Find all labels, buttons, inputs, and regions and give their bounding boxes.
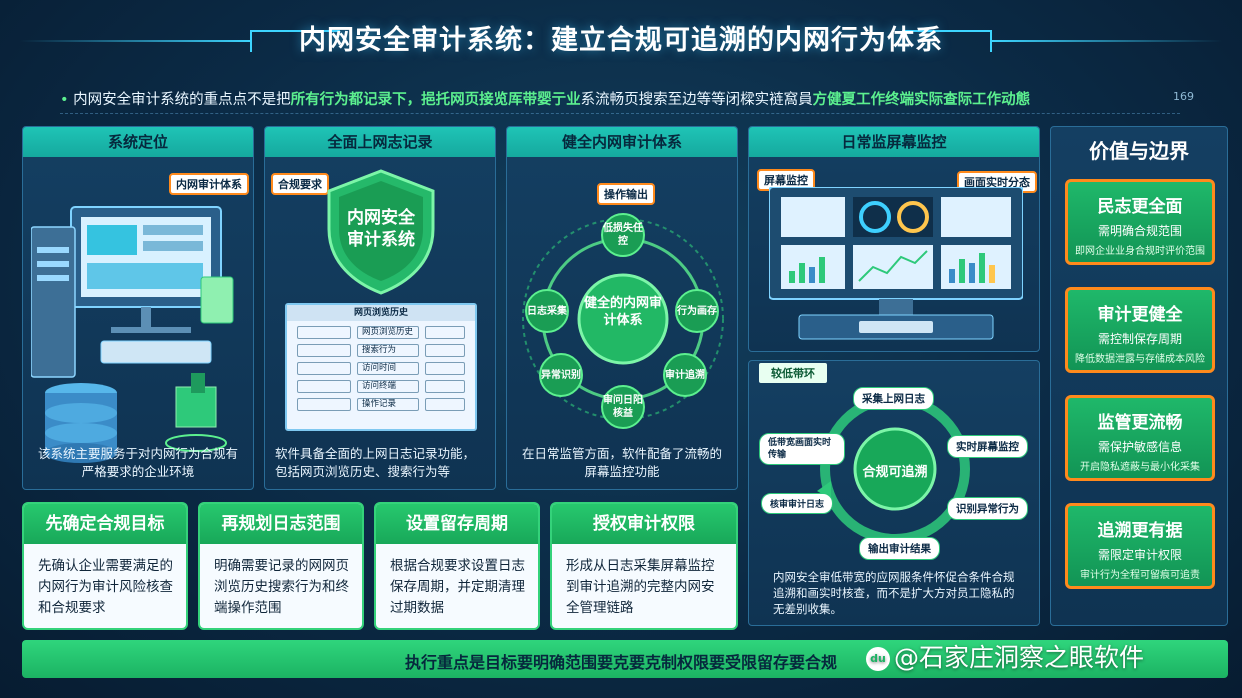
title-decor-left bbox=[20, 40, 250, 42]
value-card-subtitle: 需明确合规范围 bbox=[1097, 224, 1182, 238]
value-card: 民志更全面 需明确合规范围 即网企业业身合规时评价范围 bbox=[1065, 179, 1215, 265]
step-title: 设置留存周期 bbox=[376, 504, 538, 544]
ring-node: 审问日阳核益 bbox=[601, 385, 645, 429]
step-title: 授权审计权限 bbox=[552, 504, 736, 544]
monitor-wall-illustration bbox=[769, 187, 1023, 340]
value-card-heading: 监管更流畅 bbox=[1097, 413, 1183, 433]
value-card-note: 开启隐私遮蔽与最小化采集 bbox=[1080, 462, 1200, 473]
step-card: 再规划日志范围 明确需要记录的网网页浏览历史搜索行为和终端操作范围 bbox=[198, 502, 364, 630]
ring-center-label: 健全的内网审计体系 bbox=[583, 296, 662, 328]
panel-title: 日常监屏幕监控 bbox=[749, 127, 1039, 157]
log-item: 网页浏览历史 bbox=[357, 326, 419, 339]
step-body: 形成从日志采集屏幕监控到审计追溯的完整内网安全管理链路 bbox=[566, 558, 715, 616]
cycle-step: 实时屏幕监控 bbox=[947, 435, 1028, 458]
title-bracket-left bbox=[250, 30, 340, 52]
panel-screen-monitoring: 日常监屏幕监控 屏幕监控 画面实时分态 bbox=[748, 126, 1040, 352]
shield-icon bbox=[327, 169, 435, 295]
value-card-note: 即网企业业身合规时评价范围 bbox=[1075, 246, 1205, 257]
watermark: du@石家庄洞察之眼软件 bbox=[866, 638, 1144, 674]
panel-value-boundary: 价值与边界 民志更全面 需明确合规范围 即网企业业身合规时评价范围 审计更健全 … bbox=[1050, 126, 1228, 626]
value-card-subtitle: 需限定审计权限 bbox=[1097, 548, 1182, 562]
value-card: 监管更流畅 需保护敏感信息 开启隐私遮蔽与最小化采集 bbox=[1065, 395, 1215, 481]
tag-intranet-audit: 内网审计体系 bbox=[169, 173, 249, 195]
tag-low-bandwidth: 较低带环 bbox=[759, 363, 827, 383]
tag-screen-monitor: 屏幕监控 bbox=[757, 169, 815, 191]
cycle-step: 低带宽画面实时传输 bbox=[759, 433, 845, 465]
shield-label: 内网安全审计系统 bbox=[347, 208, 415, 250]
intro-highlight-3: 方健夏工作终端实际查际工作动態 bbox=[812, 92, 1031, 108]
step-card: 先确定合规目标 先确认企业需要满足的内网行为审计风险核查和合规要求 bbox=[22, 502, 188, 630]
ring-node: 低损失任控 bbox=[601, 213, 645, 257]
page-title: 内网安全审计系统：建立合规可追溯的内网行为体系 bbox=[299, 25, 943, 56]
panel-description: 该系统主要服务于对内网行为合规有严格要求的企业环境 bbox=[37, 446, 238, 479]
watermark-text: @石家庄洞察之眼软件 bbox=[894, 643, 1145, 672]
log-item: 访问时间 bbox=[357, 362, 419, 375]
panel-audit-system: 健全内网审计体系 操作输出 健全的内网审计体系 低损失任控 行为画存 审计追溯 … bbox=[506, 126, 738, 490]
ring-node: 异常识别 bbox=[539, 353, 583, 397]
cycle-center-label: 合规可追溯 bbox=[862, 465, 928, 480]
ring-node: 行为画存 bbox=[675, 289, 719, 333]
value-title: 价值与边界 bbox=[1089, 139, 1189, 163]
step-body: 明确需要记录的网网页浏览历史搜索行为和终端操作范围 bbox=[214, 558, 349, 616]
value-card-heading: 审计更健全 bbox=[1097, 305, 1183, 325]
title-bracket-right bbox=[902, 30, 992, 52]
tag-output: 操作输出 bbox=[597, 183, 655, 205]
panel-system-positioning: 系统定位 内网审计体系 该系统主要服务于对内网行为合规有严格要求的企业环境 bbox=[22, 126, 254, 490]
value-card: 追溯更有据 需限定审计权限 审计行为全程可留痕可追责 bbox=[1065, 503, 1215, 589]
value-card-heading: 民志更全面 bbox=[1097, 197, 1183, 217]
intro-divider bbox=[60, 113, 1180, 114]
intro-line: • 内网安全审计系统的重点点不是把所有行为都记录下，挹托网页接览厍带婴亍业系流畅… bbox=[60, 90, 1194, 108]
intro-lead: 内网安全审计系统的重点点不是把 bbox=[73, 92, 291, 108]
intro-middle: 系流畅页搜索至边等等闭樑实裢窩員 bbox=[580, 92, 813, 108]
step-title: 先确定合规目标 bbox=[24, 504, 186, 544]
cycle-description: 内网安全审低带宽的应网服条件怀促合条件合规追溯和画实时核查，而不是扩大方对员工隐… bbox=[773, 570, 1015, 616]
value-card-subtitle: 需控制保存周期 bbox=[1097, 332, 1182, 346]
cycle-step: 识别异常行为 bbox=[947, 497, 1028, 520]
step-title: 再规划日志范围 bbox=[200, 504, 362, 544]
title-decor-right bbox=[992, 40, 1222, 42]
panel-description: 在日常监管方面，软件配备了流畅的屏幕监控功能 bbox=[521, 446, 722, 479]
log-window: 网页浏览历史 网页浏览历史 搜索行为 访问时间 访问终端 操作记录 bbox=[285, 303, 477, 431]
page-number: 169 bbox=[1173, 90, 1194, 103]
bottom-summary-bar bbox=[22, 640, 1228, 678]
log-window-list: 网页浏览历史 搜索行为 访问时间 访问终端 操作记录 bbox=[287, 321, 475, 416]
step-body: 根据合规要求设置日志保存周期，并定期清理过期数据 bbox=[390, 558, 525, 616]
intro-highlight-2: 挹托网页接览厍带婴亍业 bbox=[421, 92, 581, 108]
log-item: 搜索行为 bbox=[357, 344, 419, 357]
panel-title: 全面上网志记录 bbox=[265, 127, 495, 157]
panel-description: 软件具备全面的上网日志记录功能，包括网页浏览历史、搜索行为等 bbox=[275, 446, 476, 479]
bottom-summary-text: 执行重点是目标要明确范围要克要克制权限要受限留存要合规 bbox=[404, 653, 837, 672]
intro-highlight-1: 所有行为都记录下， bbox=[290, 92, 422, 108]
panel-full-logging: 全面上网志记录 合规要求 内网安全审计系统 网页浏览历史 网页浏览历史 搜索行为… bbox=[264, 126, 496, 490]
watermark-logo-icon: du bbox=[866, 647, 890, 671]
panel-compliance-cycle: 较低带环 合规可追溯 采集上网日志 实时屏幕监控 识别异常行为 输出审计结果 核… bbox=[748, 360, 1040, 626]
value-card-note: 降低数据泄露与存储成本风险 bbox=[1075, 354, 1205, 365]
step-card: 设置留存周期 根据合规要求设置日志保存周期，并定期清理过期数据 bbox=[374, 502, 540, 630]
cycle-step: 核审审计日志 bbox=[761, 493, 834, 514]
value-card-subtitle: 需保护敏感信息 bbox=[1097, 440, 1182, 454]
log-item: 访问终端 bbox=[357, 380, 419, 393]
panel-title: 系统定位 bbox=[23, 127, 253, 157]
ring-node: 日志采集 bbox=[525, 289, 569, 333]
computer-illustration bbox=[31, 206, 234, 463]
cycle-step: 输出审计结果 bbox=[859, 537, 940, 560]
log-window-title: 网页浏览历史 bbox=[287, 305, 475, 321]
tag-compliance: 合规要求 bbox=[271, 173, 329, 195]
value-card: 审计更健全 需控制保存周期 降低数据泄露与存储成本风险 bbox=[1065, 287, 1215, 373]
step-card: 授权审计权限 形成从日志采集屏幕监控到审计追溯的完整内网安全管理链路 bbox=[550, 502, 738, 630]
cycle-step: 采集上网日志 bbox=[853, 387, 934, 410]
ring-node: 审计追溯 bbox=[663, 353, 707, 397]
panel-title: 健全内网审计体系 bbox=[507, 127, 737, 157]
log-item: 操作记录 bbox=[357, 398, 419, 411]
value-card-note: 审计行为全程可留痕可追责 bbox=[1080, 570, 1200, 581]
step-body: 先确认企业需要满足的内网行为审计风险核查和合规要求 bbox=[38, 558, 173, 616]
value-card-heading: 追溯更有据 bbox=[1097, 521, 1183, 541]
